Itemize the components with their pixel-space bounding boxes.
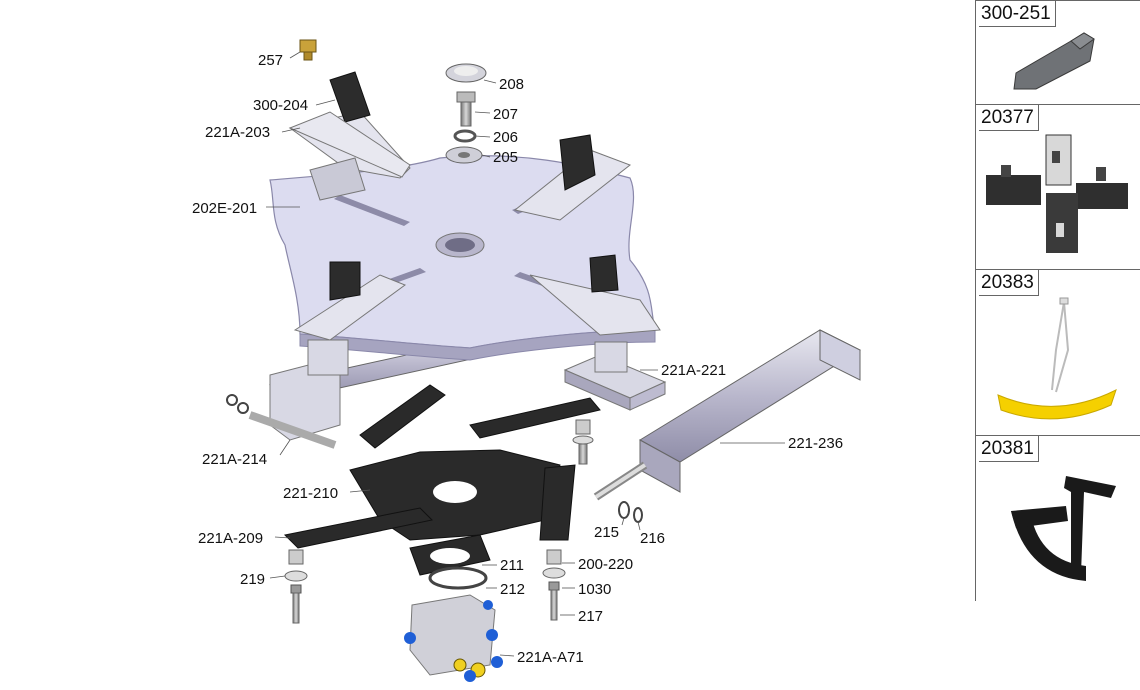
link-bar-short [359,384,446,449]
jaw-300-204 [329,71,371,123]
bolt-stack-link [572,419,594,465]
leader-lines [266,51,785,657]
callout-217: 217 [578,608,603,625]
ring-212 [428,566,488,590]
accessory-sidebar: 300-251 20377 20383 20381 [975,0,1140,601]
accessory-card-20383[interactable]: 20383 [976,269,1140,436]
washer-206 [453,129,477,143]
accessory-code: 20381 [979,436,1039,462]
washer-205 [445,146,483,164]
callout-215: 215 [594,524,619,541]
slider-221A-203 [288,111,411,178]
accessory-card-300-251[interactable]: 300-251 [976,0,1140,105]
accessory-card-20377[interactable]: 20377 [976,104,1140,270]
callout-205: 205 [493,149,518,166]
valve-221A-A71 [404,594,503,682]
bead-press-tool-icon [1011,476,1116,581]
accessory-code: 20383 [979,270,1039,296]
bolt-stack-219 [284,549,308,624]
callout-211: 211 [500,557,524,574]
callout-207: 207 [493,106,518,123]
callout-221-210: 221-210 [283,485,338,502]
cap-208 [445,63,487,83]
jaw-slider-bottom-left [293,261,407,341]
accessory-code: 20377 [979,105,1039,131]
callout-1030: 1030 [578,581,611,598]
rim-protector-icon [997,297,1117,420]
exploded-parts-diagram: 257 300-204 221A-203 202E-201 208 207 20… [192,39,862,682]
arm-221A-209 [283,507,434,549]
accessory-card-20381[interactable]: 20381 [976,435,1140,601]
callout-221A-221: 221A-221 [661,362,726,379]
jaw-insert-icon [1013,32,1095,90]
clamp-set-icon [986,134,1128,253]
plate-211 [409,534,491,576]
bolt-stack-217 [542,549,566,621]
callout-221A-A71: 221A-A71 [517,649,584,666]
callout-221-236: 221-236 [788,435,843,452]
bolt-207 [456,91,476,127]
bracket-221A-214 [226,339,349,449]
ring-215 [618,501,630,519]
block-221A-221 [563,341,667,411]
callout-200-220: 200-220 [578,556,633,573]
callout-202E-201: 202E-201 [192,200,257,217]
callout-212: 212 [500,581,525,598]
callout-208: 208 [499,76,524,93]
fitting-257 [299,39,317,61]
callout-221A-214: 221A-214 [202,451,267,468]
callout-206: 206 [493,129,518,146]
callout-221A-209: 221A-209 [198,530,263,547]
cylinder-221-236 [593,329,862,501]
callout-219: 219 [240,571,265,588]
callout-257: 257 [258,52,283,69]
accessory-code: 300-251 [979,1,1056,27]
ring-216 [633,507,643,523]
jaw-slider-top-right [513,134,632,221]
callout-221A-203: 221A-203 [205,124,270,141]
callout-300-204: 300-204 [253,97,308,114]
link-bar-long [469,397,601,439]
callout-216: 216 [640,530,665,547]
jaw-slider-bottom-right [529,254,661,336]
